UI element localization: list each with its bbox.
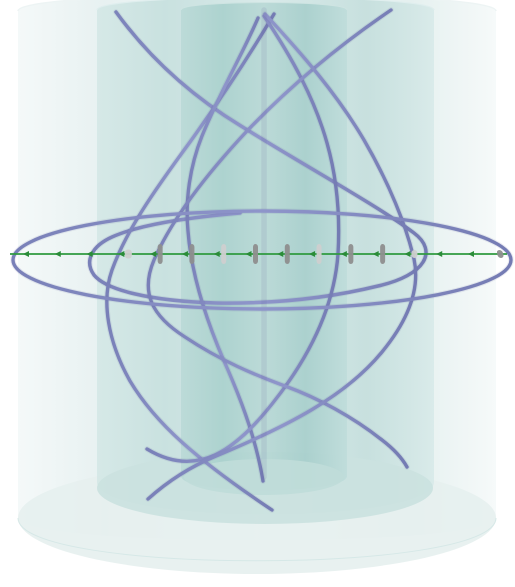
- axis-arrow-icon: [245, 251, 252, 257]
- axis-marker: [118, 249, 132, 259]
- axis-arrow-icon: [213, 251, 220, 257]
- axis-arrow-icon: [181, 251, 188, 257]
- axis-marker: [23, 251, 29, 257]
- axis-marker: [213, 244, 227, 264]
- field-lines: [10, 7, 514, 513]
- axis-marker: [309, 244, 322, 264]
- axis-marker: [340, 244, 354, 264]
- helix-center-front: [185, 16, 265, 483]
- axis-markers: [23, 244, 504, 264]
- spin-marker: [253, 244, 258, 264]
- spin-marker: [411, 250, 418, 258]
- axis-arrow-icon: [23, 251, 29, 257]
- spin-marker: [348, 244, 354, 264]
- axis-arrow-icon: [86, 251, 93, 257]
- spin-marker: [221, 244, 227, 264]
- spin-marker: [316, 244, 322, 264]
- spin-marker: [157, 244, 163, 264]
- axis-arrow-icon: [468, 251, 474, 257]
- helix-center-back: [145, 14, 341, 463]
- axis-arrow-icon: [309, 251, 316, 257]
- axis-marker: [150, 244, 163, 264]
- spin-marker: [124, 249, 132, 259]
- axis-group: [10, 244, 507, 264]
- axis-marker: [54, 251, 61, 257]
- axis-arrow-icon: [277, 251, 284, 257]
- axis-marker: [181, 244, 195, 264]
- helix-left-front: [88, 10, 428, 305]
- axis-marker: [436, 250, 504, 258]
- axis-arrow-icon: [118, 251, 125, 257]
- helix-right-back: [146, 12, 418, 501]
- axis-arrow-icon: [150, 251, 157, 257]
- axis-marker: [404, 250, 418, 258]
- axis-arrow-icon: [372, 251, 379, 257]
- spin-marker: [284, 244, 290, 264]
- axis-marker: [468, 251, 474, 257]
- cylinder-layer: [17, 0, 497, 574]
- axis-marker: [245, 244, 258, 264]
- axis-marker: [86, 251, 93, 257]
- axis-arrow-icon: [404, 251, 411, 257]
- axis-arrow-icon: [340, 251, 347, 257]
- spin-marker: [380, 244, 386, 264]
- axis-arrow-icon: [54, 251, 61, 257]
- axis-marker: [372, 244, 386, 264]
- equatorial-ring: [11, 209, 513, 311]
- axis-arrow-icon: [436, 251, 443, 257]
- axis-marker: [277, 244, 290, 264]
- spin-marker: [189, 244, 195, 264]
- spin-marker: [496, 250, 504, 258]
